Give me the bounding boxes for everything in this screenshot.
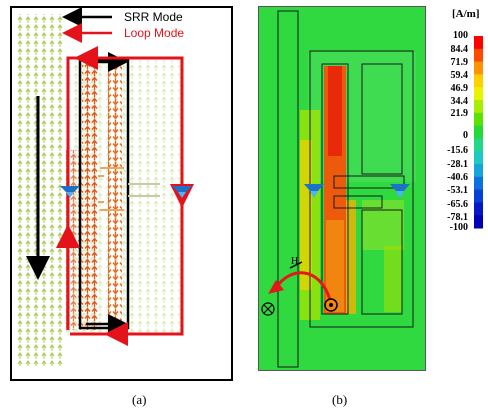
colorbar-tick-label: -28.1: [447, 159, 468, 170]
h-field-label: H: [291, 256, 299, 267]
h-field-arrowhead: [268, 280, 284, 294]
colorbar-segment: [474, 215, 483, 229]
colorbar-segment: [474, 87, 483, 101]
port-left-b: [304, 184, 324, 198]
colorbar-segment: [474, 36, 483, 50]
colorbar-segment: [474, 112, 483, 127]
colorbar-tick-label: 71.9: [450, 57, 469, 68]
srr-hot-core-bottom: [326, 220, 344, 312]
srr-bottom-right-slot: [361, 209, 403, 315]
srr-stub-traces: [128, 183, 160, 197]
out-of-page-symbol: [324, 298, 338, 312]
feed-strip: [277, 10, 299, 368]
srr-right-arm-current: [108, 62, 122, 326]
colorbar-segment: [474, 164, 483, 178]
srr-warm-right-bottom: [384, 246, 402, 312]
port-right-a: [172, 186, 192, 198]
srr-top-right-slot: [361, 63, 403, 175]
field-arrows-left: [16, 14, 66, 366]
colorbar-tick-label: 84.4: [450, 44, 469, 55]
caption-a: (a): [132, 392, 147, 407]
colorbar-tick-label: -100: [449, 222, 468, 233]
colorbar-segment: [474, 151, 483, 165]
colorbar-tick-label: -53.1: [447, 185, 468, 196]
colorbar-tick-label: 21.9: [450, 108, 469, 119]
srr-left-arm-current: [82, 60, 98, 330]
colorbar-segment: [474, 100, 483, 114]
colorbar-tick-label: -65.6: [447, 199, 468, 210]
legend-loop-label: Loop Mode: [124, 26, 185, 40]
out-of-page-dot: [329, 303, 333, 307]
port-right-b: [390, 184, 410, 198]
srr-hot-core-top: [328, 66, 342, 156]
colorbar-segment: [474, 202, 483, 216]
caption-b: (b): [332, 392, 348, 407]
colorbar-segment: [474, 61, 483, 75]
field-feed-hot: [300, 140, 312, 290]
h-field-marker: [289, 261, 303, 269]
colorbar-tick-label: 46.9: [450, 83, 469, 94]
colorbar-segment: [474, 125, 483, 139]
colorbar-segment: [474, 74, 483, 88]
srr-left-slot: [321, 63, 349, 315]
colorbar-tick-label: -40.6: [447, 172, 468, 183]
into-page-symbol: [261, 302, 275, 316]
colorbar-tick-label: 0: [463, 130, 468, 141]
legend-srr-label: SRR Mode: [124, 10, 183, 24]
colorbar-segment: [474, 48, 483, 63]
srr-gap-traces: [98, 167, 124, 211]
colorbar-segment: [474, 176, 483, 191]
colorbar-tick-label: 34.4: [450, 96, 469, 107]
srr-crossbar-bottom: [333, 195, 383, 209]
colorbar-segment: [474, 189, 483, 203]
srr-warm-region: [346, 200, 356, 314]
colorbar-tick-label: 59.4: [450, 70, 469, 81]
loop-path: [66, 56, 184, 336]
colorbar: [474, 36, 483, 229]
h-field-arc: [274, 271, 332, 301]
colorbar-tick-label: 100: [453, 30, 468, 41]
colorbar-segment: [474, 138, 483, 152]
port-left-a: [60, 186, 80, 198]
colorbar-unit: [A/m]: [452, 8, 480, 20]
colorbar-tick-label: -15.6: [447, 145, 468, 156]
srr-crossbar-top: [333, 175, 405, 189]
colorbar-tick-label: -78.1: [447, 212, 468, 223]
